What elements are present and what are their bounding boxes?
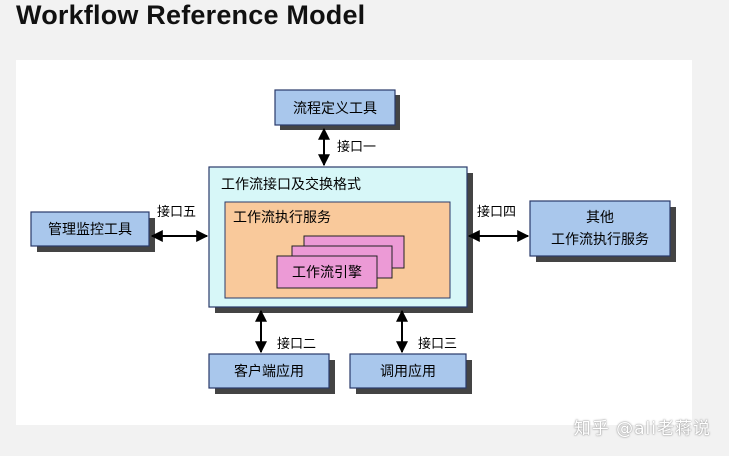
api-interchange-label: 工作流接口及交换格式	[221, 176, 361, 193]
workflow-engine-label: 工作流引擎	[292, 265, 362, 281]
invoked-applications-box: 调用应用	[349, 353, 472, 394]
interface-5-label: 接口五	[157, 204, 196, 220]
enactment-service-label: 工作流执行服务	[233, 210, 331, 226]
interface-1-label: 接口一	[337, 139, 376, 155]
client-applications-label: 客户端应用	[234, 363, 304, 380]
admin-monitoring-tools-label: 管理监控工具	[48, 222, 132, 238]
other-enactment-line2: 工作流执行服务	[551, 232, 649, 248]
page-title: Workflow Reference Model	[16, 0, 366, 30]
watermark: 知乎 @ali老蒋说	[573, 419, 711, 439]
client-applications-box: 客户端应用	[208, 353, 335, 394]
interface-2-label: 接口二	[277, 336, 316, 352]
other-enactment-line1: 其他	[586, 210, 614, 226]
interface-3-label: 接口三	[418, 336, 457, 352]
admin-monitoring-tools-box: 管理监控工具	[30, 211, 155, 252]
workflow-engine-stack: 工作流引擎	[276, 235, 405, 289]
process-definition-tools-label: 流程定义工具	[293, 101, 377, 117]
process-definition-tools-box: 流程定义工具	[274, 89, 400, 130]
other-enactment-service-box: 其他 工作流执行服务	[529, 200, 676, 262]
invoked-applications-label: 调用应用	[380, 363, 436, 380]
interface-4-label: 接口四	[477, 204, 516, 220]
